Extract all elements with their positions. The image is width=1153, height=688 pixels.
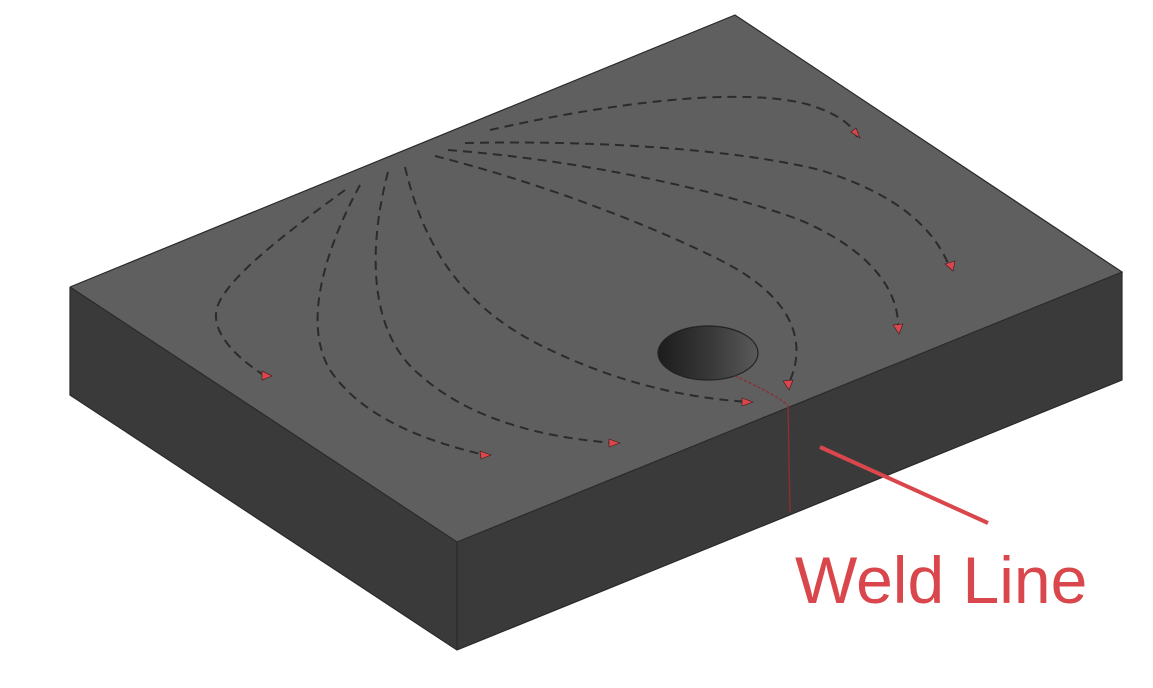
block-edges — [69, 14, 1124, 651]
arrowhead-3 — [608, 438, 621, 448]
flow-path-7 — [464, 141, 951, 269]
circular-hole-icon — [657, 325, 759, 381]
arrowhead-7 — [944, 260, 956, 272]
weld-seam — [734, 375, 791, 513]
flow-path-4 — [404, 166, 751, 403]
arrowhead-1 — [261, 370, 273, 381]
flow-path-1 — [214, 189, 346, 377]
flow-path-3 — [374, 171, 616, 444]
arrowhead-8 — [850, 127, 861, 139]
weld-line-leader — [819, 445, 989, 525]
flow-path-6 — [447, 149, 900, 331]
block-top-face — [70, 15, 1122, 542]
flow-path-8 — [489, 95, 858, 138]
block-left-face — [70, 287, 457, 650]
arrowhead-2 — [479, 450, 492, 460]
arrowhead-group — [261, 127, 956, 460]
flow-path-5 — [434, 155, 798, 386]
arrowhead-4 — [741, 397, 754, 407]
flow-path-2 — [316, 184, 486, 456]
flow-path-group — [214, 95, 951, 456]
arrowhead-6 — [892, 323, 904, 335]
weld-line-label: Weld Line — [795, 543, 1087, 617]
arrowhead-5 — [782, 379, 794, 391]
